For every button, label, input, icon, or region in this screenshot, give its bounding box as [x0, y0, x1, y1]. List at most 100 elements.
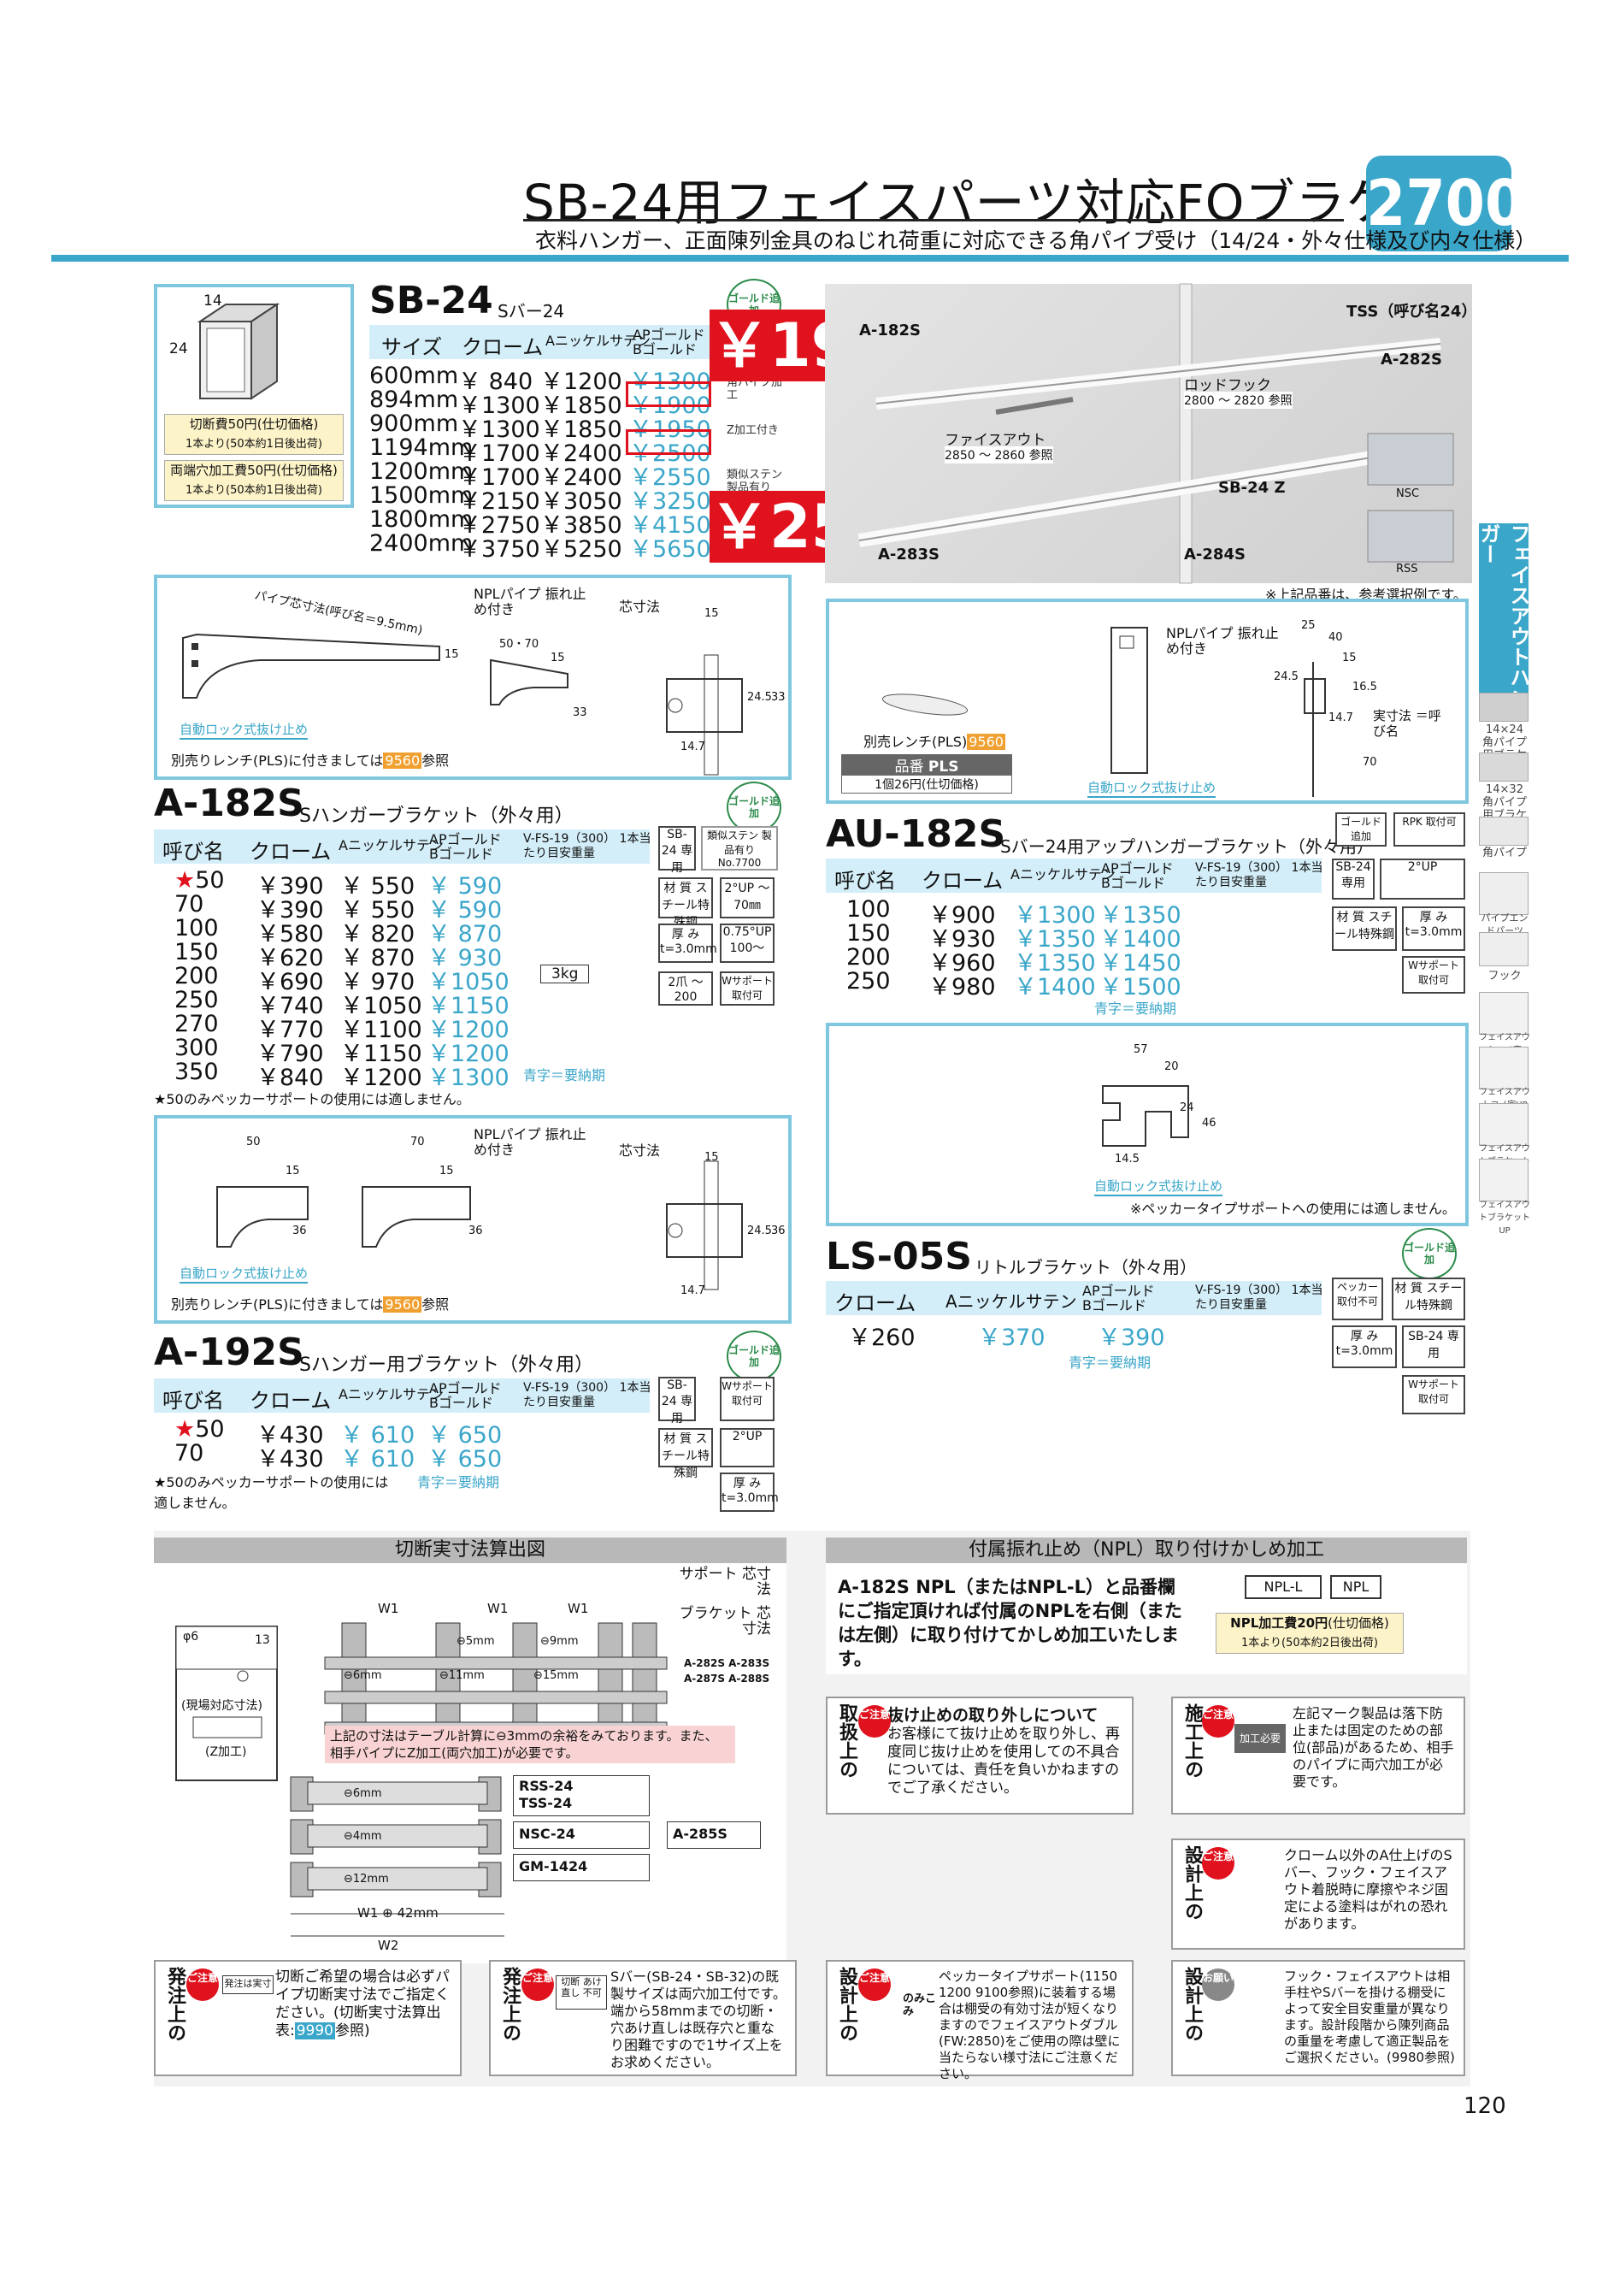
a192s-wrench-ref[interactable]: 9560 [383, 1296, 422, 1313]
side-tab[interactable]: フェイスアウトハンガー [1476, 523, 1530, 711]
note-order1-tag: 発注上の [164, 1967, 186, 2042]
a192s-dim-15b: 15 [439, 1165, 454, 1178]
a192s-dim-15a: 15 [286, 1165, 300, 1178]
au182s-wrench-ref[interactable]: 9560 [967, 734, 1005, 750]
note-remove-tag: 取扱上の [836, 1703, 857, 1779]
a182s-core-label: 芯寸法 [619, 599, 661, 615]
au182s-nickel: ￥1400 [1014, 974, 1096, 1000]
note-design3-text: フック・フェイスアウトは相手柱やSバーを掛ける棚受によって安全目安重量が異なりま… [1284, 1968, 1455, 2065]
au182s-dim-25: 25 [1301, 619, 1316, 632]
au182s-row: 250￥980￥1400￥1500 [826, 968, 1322, 1000]
note-design2-circle: ご注意 [858, 1968, 891, 2001]
cut-support-label: サポート 芯寸法 [679, 1566, 771, 1598]
a192s-drawing [216, 1160, 743, 1290]
cut-dim13: 13 [255, 1633, 270, 1647]
side-thumb-end-parts [1479, 872, 1529, 915]
note-design1-tag: 設計上の [1181, 1845, 1203, 1921]
note-design1-text: クローム以外のA仕上げのSバー、フック・フェイスアウト着脱時に摩擦やネジ固定によ… [1284, 1847, 1452, 1932]
ls05s-th-weight: V-FS-19（300） 1本当たり目安重量 [1195, 1284, 1323, 1312]
au182s-nickel: ￥1350 [1014, 950, 1096, 977]
note-order1-ref-suffix: 参照) [335, 2022, 370, 2039]
au182s-code-label: 品番 [894, 758, 924, 776]
a182s-th-gold: APゴールド Bゴールド [429, 831, 502, 862]
ls05s-sub: リトルブラケット（外々用） [975, 1257, 1197, 1278]
sb24-row: 1200mm￥1700￥2400￥2550 [369, 458, 720, 491]
a192s-row: 70￥430￥ 610￥ 650 [154, 1440, 650, 1473]
sb24-chrome: ￥3750 [458, 536, 540, 563]
a182s-gold: ￥ 590 [427, 873, 503, 900]
note-design3-circle: お願い [1202, 1968, 1234, 2001]
photo-label-face-ref: 2850 〜 2860 参照 [945, 446, 1053, 463]
ls05s-icon-pecker: ペッカー 取付不可 [1332, 1278, 1383, 1320]
a182s-wrench-ref[interactable]: 9560 [383, 753, 422, 769]
sb24-chrome: ￥1300 [458, 393, 540, 419]
sb24-nickel: ￥3850 [540, 512, 622, 539]
a182s-wrench-text: 別売りレンチ(PLS)に付きましては [171, 753, 384, 769]
au182s-dim-15: 15 [1342, 652, 1357, 664]
au182s-th-chrome: クローム [922, 869, 1004, 893]
au182s-chrome: ￥900 [928, 902, 996, 929]
au182s-blue-note: 青字＝要納期 [1094, 1000, 1177, 1017]
sb24-sub: Sバー24 [498, 301, 565, 322]
a182s-weight: 3kg [540, 965, 590, 983]
note-construction-text: 左記マーク製品は落下防止または固定のための部位(部品)があるため、相手のパイプに… [1293, 1705, 1454, 1790]
note-design3-tag: 設計上の [1181, 1967, 1203, 2042]
a182s-chrome: ￥580 [256, 921, 324, 947]
a192s-row: ★50￥430￥ 610￥ 650 [154, 1416, 650, 1449]
a182s-name: 150 [174, 939, 219, 965]
a182s-gold: ￥1150 [427, 993, 510, 1019]
a182s-chrome: ￥840 [256, 1065, 324, 1091]
cut-diagram-title: 切断実寸法算出図 [154, 1538, 786, 1563]
a192s-icon-sb24: SB-24 専用 [658, 1377, 696, 1425]
cut-minus6b: ⊖6mm [344, 1787, 382, 1800]
photo-label-a284s: A-284S [1184, 546, 1246, 564]
a182s-row: 300￥790￥1150￥1200 [154, 1035, 650, 1067]
a182s-nickel: ￥1200 [340, 1065, 422, 1091]
au182s-icon-rpk: RPK 取付可 [1393, 812, 1465, 847]
a182s-row: 70￥390￥ 550￥ 590 [154, 891, 650, 924]
npl-l-label: NPL-L [1245, 1575, 1322, 1599]
a182s-drawing [182, 633, 743, 776]
cut-diagram-panel: サポート 芯寸法 ブラケット 芯寸法 φ6 13 (現場対応寸法) (Z加工) … [154, 1563, 786, 1963]
side-item-hook[interactable]: フック [1487, 970, 1522, 983]
a182s-gold: ￥1050 [427, 969, 510, 995]
a182s-chrome: ￥620 [256, 945, 324, 971]
a182s-dim-15b: 15 [551, 652, 565, 664]
cut-calc-note: 上記の寸法はテーブル計算に⊖3mmの余裕をみております。また、相手パイプにZ加工… [325, 1726, 735, 1763]
a182s-chrome: ￥690 [256, 969, 324, 995]
note-remove-text: お客様にて抜け止めを取り外し、再度同じ抜け止めを使用しての不具合については、責任… [887, 1726, 1120, 1797]
a182s-gold: ￥ 590 [427, 897, 503, 924]
a182s-gold: ￥ 870 [427, 921, 503, 947]
sb24-size: 1194mm [369, 434, 474, 461]
photo-label-nsc: NSC [1396, 487, 1420, 500]
sb24-size: 2400mm [369, 530, 474, 557]
side-item-pipe[interactable]: 角パイプ [1481, 847, 1527, 859]
ls05s-diagram-panel: 自動ロック式抜け止め ※ペッカータイプサポートへの使用には適しません。 57 2… [826, 1023, 1469, 1226]
au182s-gold-badge: ゴールド追加 [1335, 812, 1387, 847]
a192s-npl-label: NPLパイプ 振れ止め付き [474, 1126, 586, 1158]
a192s-th-chrome: クローム [250, 1389, 332, 1413]
side-thumb-pipe [1479, 817, 1529, 846]
photo-label-a182s: A-182S [859, 322, 921, 339]
note-order1-ref[interactable]: 9990 [294, 2022, 335, 2039]
au182s-price-box: 1個26円(仕切価格) [841, 775, 1012, 794]
a182s-row: 100￥580￥ 820￥ 870 [154, 915, 650, 947]
npl-lot: 1本より(50本約2日後出荷) [1241, 1637, 1378, 1650]
au182s-row: 200￥960￥1350￥1450 [826, 944, 1322, 977]
a182s-dim-33a: 33 [573, 706, 587, 719]
au182s-chrome: ￥930 [928, 926, 996, 953]
a192s-th-weight: V-FS-19（300） 1本当たり目安重量 [523, 1381, 651, 1409]
cut-minus12: ⊖12mm [344, 1873, 389, 1886]
dim-14: 14 [203, 292, 222, 310]
au182s-price: 1個26円 [875, 778, 922, 792]
side-thumb-fo-u [1479, 992, 1529, 1035]
a192s-gold: ￥ 650 [427, 1422, 503, 1449]
au182s-name: 200 [846, 944, 891, 971]
a192s-dim-147: 14.7 [680, 1284, 705, 1297]
npl-fee-box: NPL加工費20円(仕切価格) 1本より(50本約2日後出荷) [1216, 1613, 1404, 1654]
a182s-dim-5070: 50・70 [499, 638, 539, 651]
side-item-fo-bracket-up[interactable]: フェイスアウトブラケットUP [1479, 1201, 1530, 1236]
dim-24: 24 [169, 340, 188, 357]
